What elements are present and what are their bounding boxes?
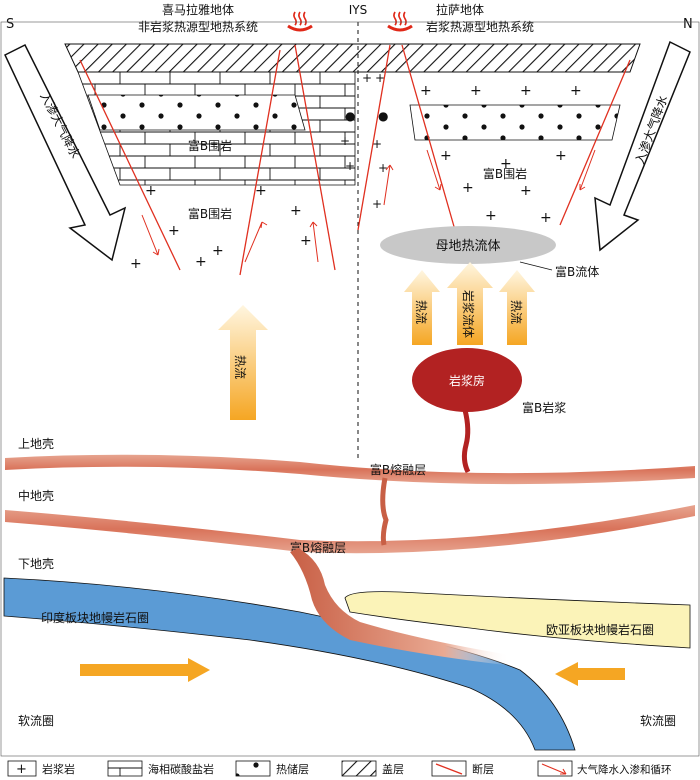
non-magmatic-system-label: 非岩浆热源型地热系统	[138, 19, 258, 34]
melt-channel-upper	[380, 477, 389, 546]
magma-conduit	[461, 409, 471, 474]
svg-text:+: +	[440, 148, 452, 164]
svg-text:+: +	[420, 83, 432, 99]
igneous-rock-left: + + + + + + + +	[130, 183, 312, 272]
rich-b-rock-label-3: 富B围岩	[483, 166, 527, 181]
svg-text:+: +	[470, 83, 482, 99]
rich-b-rock-label-2: 富B围岩	[188, 206, 232, 221]
heat-flow-label-b: 热流	[509, 300, 523, 324]
himalaya-block-label: 喜马拉雅地体	[162, 2, 234, 17]
indian-plate-label: 印度板块地幔岩石圈	[41, 610, 149, 625]
svg-text:+: +	[145, 183, 157, 199]
svg-text:+: +	[555, 148, 567, 164]
svg-text:+: +	[540, 210, 552, 226]
parent-fluid-ellipse	[380, 226, 556, 264]
magmatic-system-label: 岩浆热源型地热系统	[426, 19, 534, 34]
legend-item-igneous: + 岩浆岩	[7, 760, 75, 777]
legend-item-reservoir: 热储层	[235, 760, 309, 777]
middle-crust-band	[5, 505, 695, 554]
svg-text:+: +	[462, 180, 474, 196]
indian-plate	[3, 577, 576, 751]
reservoir-layer-left	[87, 94, 306, 131]
legend-item-infiltration: 大气降水入渗和循环	[537, 760, 672, 777]
svg-text:岩浆岩: 岩浆岩	[42, 762, 75, 776]
heat-flow-arrow-a	[404, 270, 440, 345]
suture-label: IYS	[349, 3, 368, 17]
upper-crust-label: 上地壳	[18, 437, 54, 451]
svg-text:+: +	[362, 71, 372, 85]
left-recharge-arrow	[4, 43, 127, 262]
eurasian-plate	[344, 591, 691, 649]
infiltration-arrows	[141, 149, 596, 263]
svg-text:+: +	[255, 183, 267, 199]
svg-text:+: +	[340, 134, 350, 148]
heat-flow-arrow-b	[499, 270, 535, 345]
rich-b-fluid-label: 富B流体	[555, 264, 599, 279]
magma-flow-arrow	[447, 262, 493, 345]
fault-zone-rocks: ++ ●● ++ ++ +	[340, 71, 388, 211]
melt-layer-label-2: 富B熔融层	[290, 540, 346, 555]
svg-text:●: ●	[378, 109, 388, 123]
upper-crust-band	[5, 454, 695, 485]
hot-spring-icon	[287, 11, 313, 32]
svg-text:海相碳酸盐岩: 海相碳酸盐岩	[148, 762, 214, 776]
svg-text:+: +	[212, 243, 224, 259]
svg-text:断层: 断层	[472, 762, 494, 776]
north-label: N	[683, 17, 693, 32]
svg-text:+: +	[372, 137, 382, 151]
lhasa-block-label: 拉萨地体	[436, 2, 484, 17]
svg-text:●: ●	[345, 109, 355, 123]
svg-text:+: +	[485, 208, 497, 224]
legend-item-caprock: 盖层	[341, 760, 404, 777]
magma-chamber-label: 岩浆房	[449, 373, 485, 388]
heat-flow-label-a: 热流	[414, 300, 428, 324]
svg-text:热储层: 热储层	[276, 762, 309, 776]
svg-text:+: +	[130, 256, 142, 272]
svg-text:+: +	[195, 254, 207, 270]
svg-text:+: +	[168, 223, 180, 239]
legend-item-fault: 断层	[431, 760, 494, 777]
legend: + 岩浆岩 海相碳酸盐岩 热储层 盖层 断层 大气降水入渗和循环	[7, 760, 672, 777]
asthenosphere-label-left: 软流圈	[18, 714, 54, 728]
melt-layer-label-1: 富B熔融层	[370, 462, 426, 477]
svg-text:盖层: 盖层	[382, 762, 404, 776]
svg-text:+: +	[372, 197, 382, 211]
heat-flow-arrow-left	[218, 305, 268, 420]
svg-text:+: +	[375, 71, 385, 85]
eurasian-push-arrow	[555, 662, 625, 686]
asthenosphere-label-right: 软流圈	[640, 714, 676, 728]
svg-text:+: +	[520, 83, 532, 99]
caprock-layer	[64, 43, 641, 73]
fluid-leader-line	[519, 261, 553, 271]
heat-flow-label-left: 热流	[233, 355, 247, 379]
indian-push-arrow	[80, 658, 210, 682]
magma-chamber	[412, 348, 522, 412]
rich-b-magma-label: 富B岩浆	[522, 400, 566, 415]
svg-text:+: +	[345, 159, 355, 173]
faults	[79, 44, 631, 276]
svg-text:+: +	[290, 203, 302, 219]
diagram-frame	[0, 21, 700, 757]
eurasian-plate-label: 欧亚板块地幔岩石圈	[546, 622, 654, 637]
svg-text:+: +	[16, 762, 27, 777]
svg-text:+: +	[300, 233, 312, 249]
svg-text:+: +	[378, 161, 388, 175]
hot-spring-icon	[387, 11, 413, 32]
magma-flow-label: 岩浆流体	[461, 290, 476, 338]
south-label: S	[6, 17, 14, 32]
svg-text:大气降水入渗和循环: 大气降水入渗和循环	[577, 763, 672, 776]
melt-wedge	[290, 548, 510, 665]
reservoir-layer-right	[409, 104, 621, 141]
parent-fluid-label: 母地热流体	[435, 239, 500, 254]
igneous-rock-right: + + + + + + + + + + +	[420, 83, 582, 226]
svg-text:+: +	[570, 83, 582, 99]
rich-b-rock-label-1: 富B围岩	[188, 138, 232, 153]
legend-item-carbonate: 海相碳酸盐岩	[107, 760, 214, 777]
svg-text:+: +	[520, 183, 532, 199]
right-recharge-arrow	[594, 40, 691, 252]
svg-text:+: +	[500, 156, 512, 172]
lower-crust-label: 下地壳	[18, 557, 54, 571]
middle-crust-label: 中地壳	[18, 488, 54, 503]
